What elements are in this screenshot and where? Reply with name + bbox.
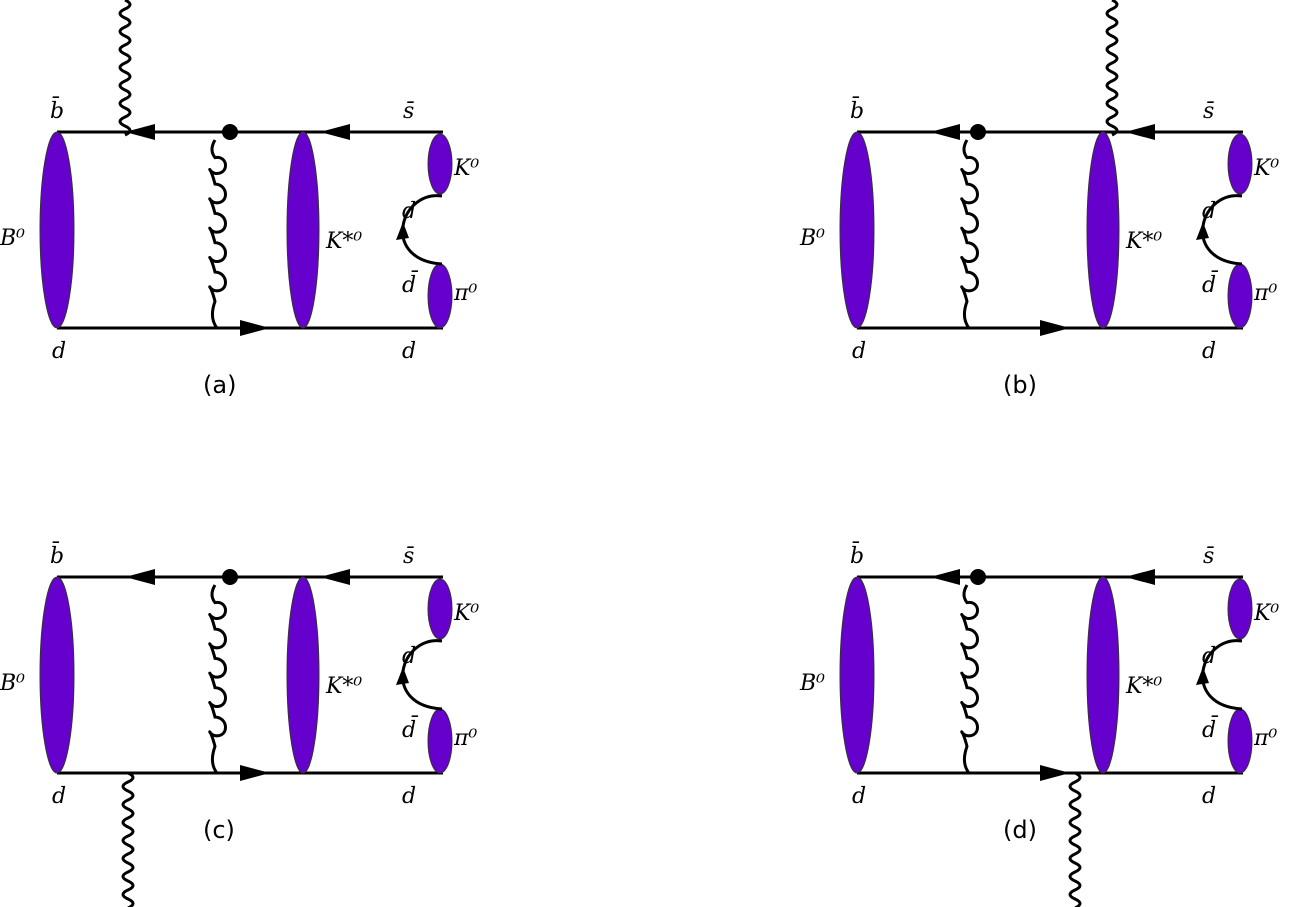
- label-B0: B⁰: [799, 671, 825, 696]
- label-pi0: π⁰: [453, 281, 477, 306]
- gluon-line: [208, 584, 227, 774]
- b-meson-blob: [39, 131, 75, 329]
- label-Kstar0: K*⁰: [1125, 674, 1162, 699]
- label-d-bar: d̄: [1202, 270, 1219, 298]
- label-b-bar: b̄: [50, 541, 64, 569]
- label-K0: K⁰: [453, 156, 479, 181]
- gluon-line: [960, 139, 979, 329]
- label-K0: K⁰: [453, 601, 479, 626]
- pi0-meson-blob: [427, 708, 453, 774]
- pi0-meson-blob: [1227, 263, 1253, 329]
- arrow-left-icon: [930, 124, 960, 140]
- pi0-meson-blob: [427, 263, 453, 329]
- panel-caption: (d): [1003, 816, 1037, 844]
- arrow-left-icon: [125, 124, 155, 140]
- arrow-right-icon: [240, 765, 270, 781]
- b-meson-blob: [839, 576, 875, 774]
- arrow-right-icon: [1040, 765, 1070, 781]
- label-B0: B⁰: [799, 226, 825, 251]
- label-K0: K⁰: [1253, 601, 1279, 626]
- label-d-right: d: [402, 339, 416, 364]
- arrow-left-icon: [1125, 124, 1155, 140]
- panel-caption: (c): [203, 816, 235, 844]
- arrow-left-icon: [1125, 569, 1155, 585]
- arrow-left-icon: [125, 569, 155, 585]
- gluon-line: [208, 139, 227, 329]
- panel-a: b̄ B⁰ d s̄ d K⁰ K*⁰ d̄ π⁰ d (a): [0, 0, 479, 399]
- label-B0: B⁰: [0, 226, 25, 251]
- arrow-left-icon: [320, 124, 350, 140]
- panel-caption: (b): [1003, 371, 1037, 399]
- k0-meson-blob: [427, 578, 453, 640]
- label-d-upper: d: [1202, 644, 1216, 669]
- label-d-upper: d: [402, 199, 416, 224]
- label-b-bar: b̄: [850, 541, 864, 569]
- label-pi0: π⁰: [453, 726, 477, 751]
- kstar-meson-blob: [1086, 576, 1120, 774]
- arrow-up-icon: [1196, 667, 1209, 685]
- label-b-bar: b̄: [50, 96, 64, 124]
- arrow-left-icon: [320, 569, 350, 585]
- label-s-bar: s̄: [403, 544, 414, 569]
- label-K0: K⁰: [1253, 156, 1279, 181]
- kstar-meson-blob: [286, 576, 320, 774]
- gluon-line: [960, 584, 979, 774]
- label-s-bar: s̄: [403, 99, 414, 124]
- label-d-left: d: [52, 339, 66, 364]
- label-b-bar: b̄: [850, 96, 864, 124]
- photon-line: [121, 771, 135, 907]
- label-d-right: d: [1202, 784, 1216, 809]
- kstar-meson-blob: [286, 131, 320, 329]
- vertex-dot: [970, 569, 986, 585]
- photon-line: [1068, 771, 1082, 907]
- label-d-upper: d: [402, 644, 416, 669]
- label-d-bar: d̄: [402, 270, 419, 298]
- arrow-up-icon: [396, 667, 409, 685]
- label-Kstar0: K*⁰: [1125, 229, 1162, 254]
- label-d-right: d: [402, 784, 416, 809]
- k0-meson-blob: [1227, 133, 1253, 195]
- label-d-left: d: [852, 784, 866, 809]
- label-d-left: d: [52, 784, 66, 809]
- arrow-up-icon: [1196, 222, 1209, 240]
- label-Kstar0: K*⁰: [325, 674, 362, 699]
- label-s-bar: s̄: [1203, 99, 1214, 124]
- pi0-meson-blob: [1227, 708, 1253, 774]
- label-d-right: d: [1202, 339, 1216, 364]
- label-d-bar: d̄: [1202, 715, 1219, 743]
- vertex-dot: [222, 124, 238, 140]
- b-meson-blob: [39, 576, 75, 774]
- photon-line: [1105, 0, 1119, 137]
- label-pi0: π⁰: [1253, 281, 1277, 306]
- label-s-bar: s̄: [1203, 544, 1214, 569]
- label-d-bar: d̄: [402, 715, 419, 743]
- panel-c: b̄ B⁰ d s̄ d K⁰ K*⁰ d̄ π⁰ d (c): [0, 541, 479, 907]
- label-pi0: π⁰: [1253, 726, 1277, 751]
- k0-meson-blob: [1227, 578, 1253, 640]
- photon-line: [118, 0, 132, 137]
- arrow-right-icon: [1040, 320, 1070, 336]
- k0-meson-blob: [427, 133, 453, 195]
- panel-d: b̄ B⁰ d s̄ d K⁰ K*⁰ d̄ π⁰ d (d): [799, 541, 1279, 907]
- arrow-right-icon: [240, 320, 270, 336]
- vertex-dot: [970, 124, 986, 140]
- label-Kstar0: K*⁰: [325, 229, 362, 254]
- label-B0: B⁰: [0, 671, 25, 696]
- b-meson-blob: [839, 131, 875, 329]
- label-d-left: d: [852, 339, 866, 364]
- label-d-upper: d: [1202, 199, 1216, 224]
- arrow-left-icon: [930, 569, 960, 585]
- kstar-meson-blob: [1086, 131, 1120, 329]
- vertex-dot: [222, 569, 238, 585]
- panel-caption: (a): [203, 371, 236, 399]
- panel-b: b̄ B⁰ d s̄ d K⁰ K*⁰ d̄ π⁰ d (b): [799, 0, 1279, 399]
- arrow-up-icon: [396, 222, 409, 240]
